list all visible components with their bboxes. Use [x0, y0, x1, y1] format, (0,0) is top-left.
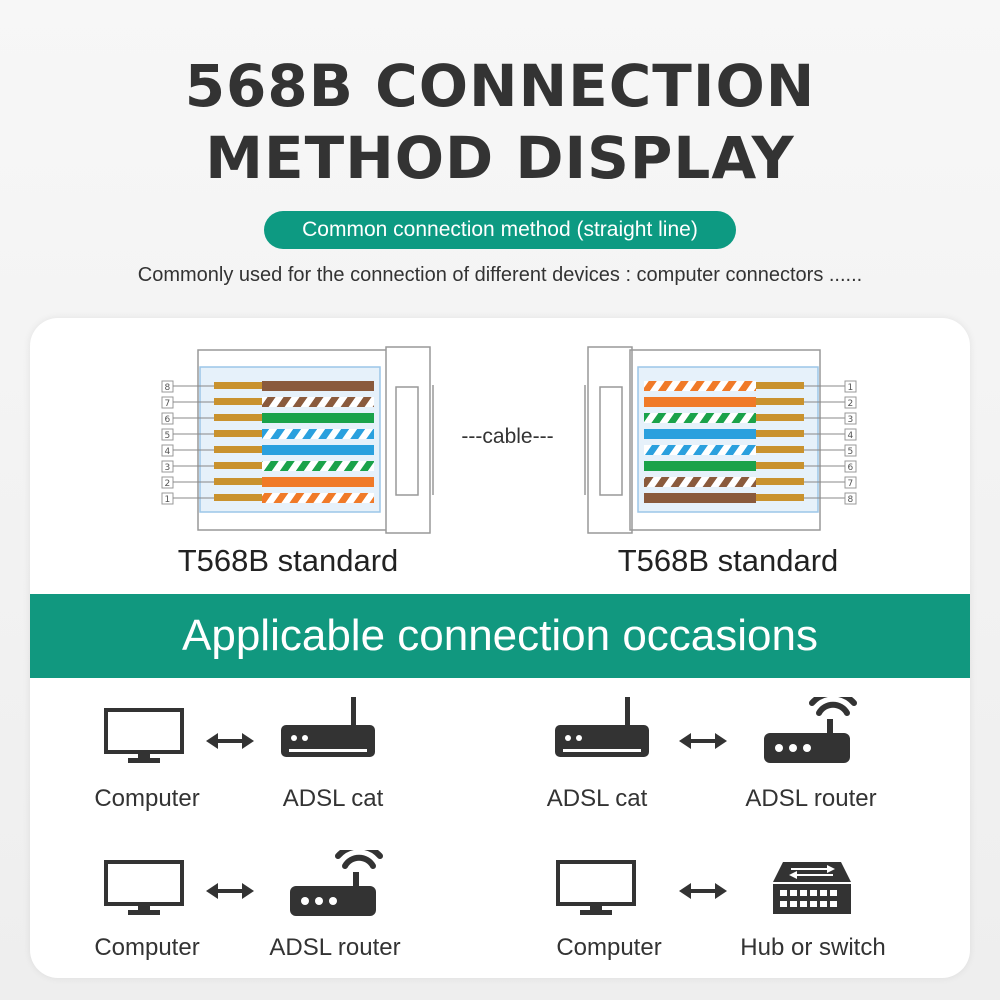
- left-pin-7: 7: [161, 396, 174, 409]
- svg-text:2: 2: [848, 399, 854, 409]
- right-pin-5: 5: [844, 444, 857, 457]
- page-title-line1: 568B CONNECTION: [184, 52, 816, 120]
- method-pill: Common connection method (straight line): [264, 211, 736, 249]
- right-pin-6: 6: [844, 460, 857, 473]
- occasion-4-left-label: Computer: [556, 934, 662, 961]
- right-pin-8: 8: [844, 492, 857, 505]
- double-arrow-icon: [679, 883, 727, 899]
- left-rj45-plug: 8 7 6 5 4 3 2 1: [161, 346, 434, 534]
- right-standard-label: T568B standard: [617, 543, 839, 578]
- left-pin-2: 2: [161, 476, 174, 489]
- left-pin-4: 4: [161, 444, 174, 457]
- monitor-icon: [104, 708, 184, 763]
- occasion-1-right-label: ADSL cat: [282, 785, 384, 812]
- right-pin-2: 2: [844, 396, 857, 409]
- switch-icon: [773, 862, 851, 914]
- svg-text:8: 8: [848, 495, 854, 505]
- occasion-2-right-label: ADSL router: [745, 785, 877, 812]
- right-pin-3: 3: [844, 412, 857, 425]
- svg-text:6: 6: [165, 415, 171, 425]
- svg-text:8: 8: [165, 383, 171, 393]
- left-pin-8: 8: [161, 380, 174, 393]
- occasion-3-right-label: ADSL router: [269, 934, 401, 961]
- left-pin-1: 1: [161, 492, 174, 505]
- right-pin-4: 4: [844, 428, 857, 441]
- monitor-icon: [104, 860, 184, 915]
- modem-icon: [555, 697, 649, 757]
- double-arrow-icon: [206, 733, 254, 749]
- svg-text:5: 5: [165, 431, 171, 441]
- right-pin-1: 1: [844, 380, 857, 393]
- occasion-3-left-label: Computer: [94, 934, 200, 961]
- double-arrow-icon: [206, 883, 254, 899]
- page-title-line2: METHOD DISPLAY: [205, 124, 795, 192]
- svg-text:6: 6: [848, 463, 854, 473]
- occasion-4-right-label: Hub or switch: [740, 934, 886, 961]
- svg-text:2: 2: [165, 479, 171, 489]
- modem-icon: [281, 697, 375, 757]
- occasion-2-left-label: ADSL cat: [546, 785, 648, 812]
- svg-text:5: 5: [848, 447, 854, 457]
- cable-label: ---cable---: [461, 425, 554, 448]
- monitor-icon: [556, 860, 636, 915]
- wifi-router-icon: [764, 697, 857, 763]
- left-standard-label: T568B standard: [177, 543, 399, 578]
- right-pin-7: 7: [844, 476, 857, 489]
- occasions-banner: Applicable connection occasions: [30, 594, 970, 678]
- subline-text: Commonly used for the connection of diff…: [137, 264, 863, 286]
- svg-text:1: 1: [165, 495, 171, 505]
- left-pin-3: 3: [161, 460, 174, 473]
- svg-text:7: 7: [848, 479, 854, 489]
- wifi-router-icon: [290, 850, 383, 916]
- left-pin-6: 6: [161, 412, 174, 425]
- left-pin-5: 5: [161, 428, 174, 441]
- svg-text:1: 1: [848, 383, 854, 393]
- svg-text:3: 3: [848, 415, 854, 425]
- svg-text:7: 7: [165, 399, 171, 409]
- svg-text:4: 4: [848, 431, 854, 441]
- svg-text:4: 4: [165, 447, 171, 457]
- right-rj45-plug: 1 2 3 4 5 6 7 8: [584, 346, 857, 534]
- occasion-1-left-label: Computer: [94, 785, 200, 812]
- svg-text:3: 3: [165, 463, 171, 473]
- double-arrow-icon: [679, 733, 727, 749]
